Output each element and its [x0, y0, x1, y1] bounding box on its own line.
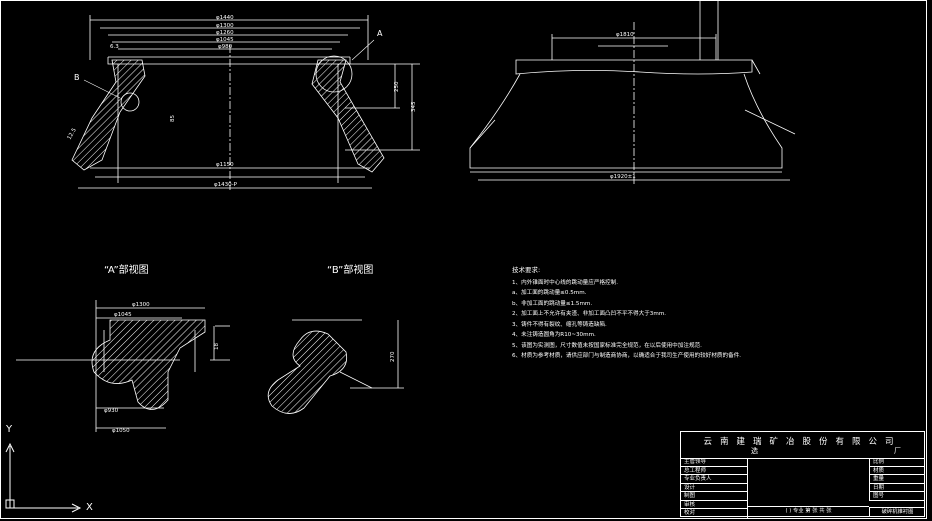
tb-row: 主管领导 — [681, 458, 748, 467]
detail-a-circle — [315, 55, 353, 93]
ucs-x-label: X — [86, 502, 93, 513]
title-block-header: 云南建瑞矿冶股份有限公司 选 厂 — [681, 432, 924, 459]
note-item: b、非加工面的跳动量≤1.5mm. — [512, 300, 593, 307]
note-item: 2、加工面上不允许有夹渣、非加工面凸凹不平不得大于3mm. — [512, 311, 667, 317]
department-right: 厂 — [894, 447, 901, 455]
tb-right-row: 日期 — [869, 483, 925, 492]
note-item: 6、材质为参考材质，请供应部门与制造商协商，以确适合于我司生产使用的较好材质的备… — [512, 353, 742, 359]
note-item: 1、内外锥面时中心线的跳动量应严格控制. — [512, 279, 619, 286]
right-main-view — [469, 0, 796, 185]
detail-a-d1300: φ1300 — [132, 302, 150, 308]
company-name: 云南建瑞矿冶股份有限公司 — [703, 437, 902, 447]
marker-a: A — [377, 29, 383, 38]
detail-a-label: “A”部视图 — [104, 263, 149, 276]
dim-d980: φ980 — [218, 44, 233, 50]
detail-a-d1045: φ1045 — [114, 312, 132, 318]
tb-row: 制图 — [681, 492, 748, 501]
detail-a-d930: φ930 — [104, 408, 119, 414]
note-item: a、加工面的跳动量≤0.5mm. — [512, 290, 587, 296]
left-section-wall — [71, 59, 146, 171]
dim-d1920: φ1920±1 — [610, 174, 636, 180]
dim-d1810: φ1810 — [616, 32, 634, 38]
dim-ra125: 12.5 — [67, 127, 79, 141]
tb-row: 总工程师 — [681, 466, 748, 475]
title-block-grid: 主管领导 总工程师 专业负责人 设计 制图 审核 校对 比例 材质 重量 日期 … — [681, 458, 925, 518]
marker-b: B — [74, 73, 80, 82]
dim-h85: 85 — [170, 115, 176, 122]
dim-d1440: φ1440 — [216, 15, 234, 21]
note-item: 5、该图为实测图，尺寸数值未按国家标准完全规范，在以后使用中加注规范. — [512, 342, 702, 349]
tb-row: 设计 — [681, 483, 748, 492]
detail-a-section — [91, 319, 206, 410]
notes-title: 技术要求: — [512, 266, 541, 274]
note-item: 3、铸件不得有裂纹、缩孔等铸造缺陷. — [512, 321, 607, 328]
dim-d1045: φ1045 — [216, 37, 234, 43]
dim-d1150: φ1150 — [216, 162, 234, 168]
department-left: 选 — [751, 447, 758, 455]
right-section-wall — [311, 59, 385, 173]
left-main-view — [78, 15, 420, 190]
detail-a-d1050: φ1050 — [112, 428, 130, 434]
tb-row: 校对 — [681, 509, 748, 518]
dim-h250: 250 — [394, 81, 400, 92]
title-block: 云南建瑞矿冶股份有限公司 选 厂 主管领导 总工程师 专业负责人 设计 制图 审… — [680, 431, 925, 518]
tb-row: 专业负责人 — [681, 475, 748, 484]
detail-b-section — [267, 330, 348, 414]
department: 选 厂 — [751, 446, 901, 456]
detail-b-circle — [120, 92, 140, 112]
detail-b-view — [292, 319, 404, 389]
dim-r63: 6.3 — [110, 44, 119, 50]
detail-a-h18: 18 — [214, 343, 220, 350]
ucs-icon — [5, 442, 82, 513]
detail-b-h270: 270 — [390, 351, 396, 362]
technical-notes: 技术要求: 1、内外锥面时中心线的跳动量应严格控制. a、加工面的跳动量≤0.5… — [512, 265, 812, 362]
note-item: 4、未注铸造圆角为R10~30mm. — [512, 332, 596, 338]
dim-d1430: φ1430-P — [214, 182, 238, 188]
tb-right-row: 比例 — [869, 458, 925, 467]
dim-d1260: φ1260 — [216, 30, 234, 36]
tb-right-row: 图号 — [869, 492, 925, 501]
tb-right-row: 材质 — [869, 466, 925, 475]
tb-row: 审核 — [681, 500, 748, 509]
dim-d1300: φ1300 — [216, 23, 234, 29]
ucs-y-label: Y — [6, 424, 13, 435]
drawing-name: 破碎机锥衬图 — [869, 507, 925, 516]
tb-right-row: 重量 — [869, 475, 925, 484]
title-block-footer: ( ) 专业 第 张 共 张 — [748, 506, 869, 516]
detail-b-label: “B”部视图 — [327, 263, 373, 276]
dim-h345: 345 — [411, 101, 417, 112]
